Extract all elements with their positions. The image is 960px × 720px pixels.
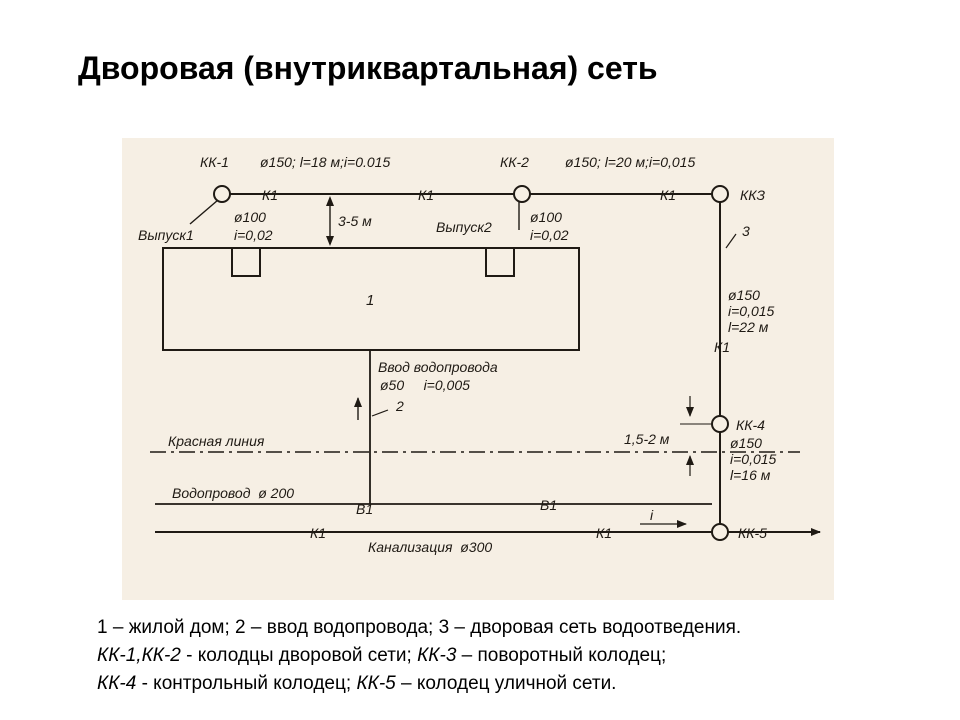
b1-label-1: В1 [356,501,373,517]
caption: 1 – жилой дом; 2 – ввод водопровода; 3 –… [97,614,741,698]
kk2-params: ø150; l=20 м;i=0,015 [565,154,695,170]
kk4-label: КК-4 [736,417,765,433]
kk4-diameter: ø150 [730,435,762,451]
water-main-label: Водопровод ø 200 [172,485,294,501]
caption-text: 1 – жилой дом; 2 – ввод водопровода; 3 –… [97,617,742,638]
b1-label-2: В1 [540,497,557,513]
dim-3-5-arrow-up [326,196,334,206]
well-kk3 [711,185,729,203]
scan-background [122,138,834,600]
kk4-slope: i=0,015 [730,451,777,467]
k1-label-2: К1 [418,187,434,203]
caption-text: КК-1,КК-2 [97,645,181,666]
k1-label-4: К1 [310,525,326,541]
caption-text: – колодец уличной сети. [395,673,617,694]
riser-diameter: ø150 [728,287,760,303]
outlet2-box [485,247,515,277]
caption-text: – поворотный колодец; [456,645,667,666]
caption-text: КК-4 [97,673,137,694]
house-number: 1 [366,292,374,309]
label3-leader [725,233,737,249]
kk4-length: l=16 м [730,467,771,483]
page-title: Дворовая (внутриквартальная) сеть [78,50,658,86]
kk1-params: ø150; l=18 м;i=0.015 [260,154,390,170]
well-kk4 [711,415,729,433]
dim-3-5-label: 3-5 м [338,213,372,229]
house-rect [162,247,580,351]
water-inlet-label: Ввод водопровода [378,359,498,375]
riser-length: l=22 м [728,319,769,335]
caption-text: - колодцы дворовой сети; [180,645,418,666]
outlet2-slope: i=0,02 [530,227,569,243]
dim-1-5-label: 1,5-2 м [624,431,670,447]
label-2: 2 [395,398,404,414]
outlet2-diameter: ø100 [530,209,562,225]
riser-slope: i=0,015 [728,303,775,319]
well-kk5 [711,523,729,541]
k1-label-3: К1 [660,187,676,203]
outlet1-diameter: ø100 [234,209,266,225]
kk2-label: КК-2 [500,154,529,170]
caption-text: - контрольный колодец; [136,673,357,694]
label-3: 3 [742,223,750,239]
caption-line: КК-4 - контрольный колодец; КК-5 – колод… [97,670,741,698]
sewer-main-label: Канализация ø300 [368,539,492,555]
k1-label-1: К1 [262,187,278,203]
caption-text: КК-5 [356,673,396,694]
kk3-label: ККЗ [740,187,766,203]
outlet2-label: Выпуск2 [436,219,492,235]
water-inlet-params: ø50 i=0,005 [380,377,470,393]
dim-3-5-arrow-down [326,236,334,246]
kk1-label: КК-1 [200,154,229,170]
label2-leader [371,409,389,417]
slope-label: i [650,507,654,523]
well-kk1 [213,185,231,203]
sewer-network-diagram: КК-1 ø150; l=18 м;i=0.015 КК-2 ø150; l=2… [122,138,834,600]
outlet1-box [231,247,261,277]
kk5-label: КК-5 [738,525,767,541]
caption-line: КК-1,КК-2 - колодцы дворовой сети; КК-3 … [97,642,741,670]
well-kk2 [513,185,531,203]
caption-line: 1 – жилой дом; 2 – ввод водопровода; 3 –… [97,614,741,642]
outlet1-leader [189,199,219,225]
k1-label-riser: К1 [714,339,730,355]
k1-label-5: К1 [596,525,612,541]
caption-text: КК-3 [417,645,457,666]
outlet1-slope: i=0,02 [234,227,273,243]
outlet1-label: Выпуск1 [138,227,194,243]
red-line-label: Красная линия [168,433,265,449]
